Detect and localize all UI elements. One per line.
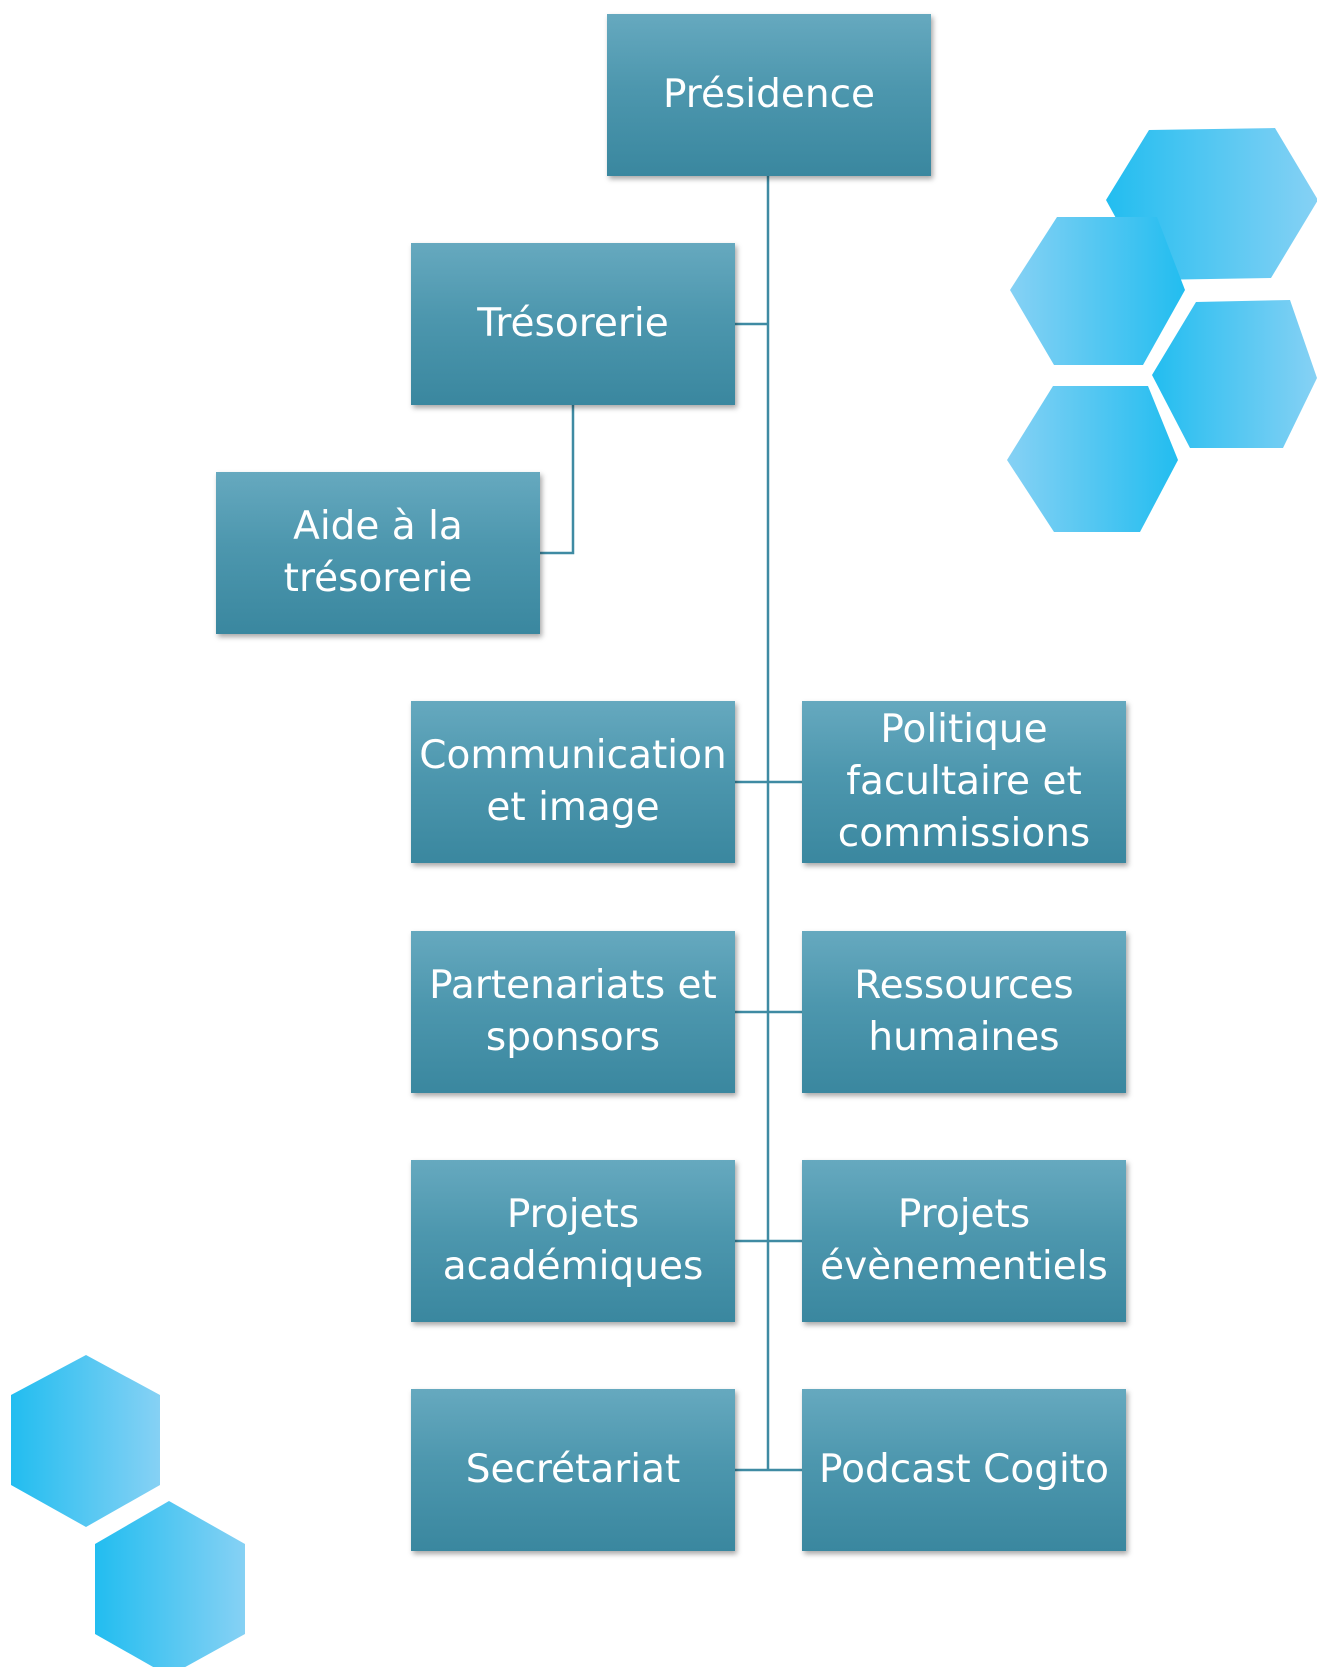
- node-label: Projets académiques: [442, 1192, 704, 1289]
- node-label: Projets évènementiels: [820, 1192, 1108, 1289]
- node-politique: Politique facultaire et commissions: [802, 701, 1126, 863]
- connector-aide-tresorerie: [539, 405, 575, 555]
- hexagon-shape: [1152, 300, 1317, 448]
- node-label: Ressources humaines: [854, 963, 1074, 1060]
- node-projets-academiques: Projets académiques: [411, 1160, 735, 1322]
- node-projets-evenementiels: Projets évènementiels: [802, 1160, 1126, 1322]
- node-tresorerie: Trésorerie: [411, 243, 735, 405]
- hexagon-cluster-bottom-left: [11, 1355, 245, 1667]
- node-label: Communication et image: [419, 733, 727, 830]
- node-partenariats: Partenariats et sponsors: [411, 931, 735, 1093]
- hexagon-shape: [95, 1501, 245, 1667]
- node-podcast: Podcast Cogito: [802, 1389, 1126, 1551]
- hexagon-cluster-top-right: [1007, 128, 1317, 532]
- node-label: Trésorerie: [477, 301, 669, 346]
- node-presidence: Présidence: [607, 14, 931, 176]
- node-communication: Communication et image: [411, 701, 735, 863]
- node-aide-tresorerie: Aide à la trésorerie: [216, 472, 540, 634]
- node-secretariat: Secrétariat: [411, 1389, 735, 1551]
- node-label: Aide à la trésorerie: [283, 504, 473, 601]
- hexagon-shape: [1007, 386, 1178, 532]
- node-label: Partenariats et sponsors: [429, 963, 717, 1060]
- hexagon-shape: [11, 1355, 160, 1527]
- hexagon-shape: [1010, 217, 1185, 365]
- node-ressources: Ressources humaines: [802, 931, 1126, 1093]
- node-label: Secrétariat: [465, 1447, 681, 1492]
- node-label: Politique facultaire et commissions: [837, 707, 1091, 856]
- node-label: Présidence: [662, 72, 876, 117]
- node-label: Podcast Cogito: [819, 1447, 1109, 1492]
